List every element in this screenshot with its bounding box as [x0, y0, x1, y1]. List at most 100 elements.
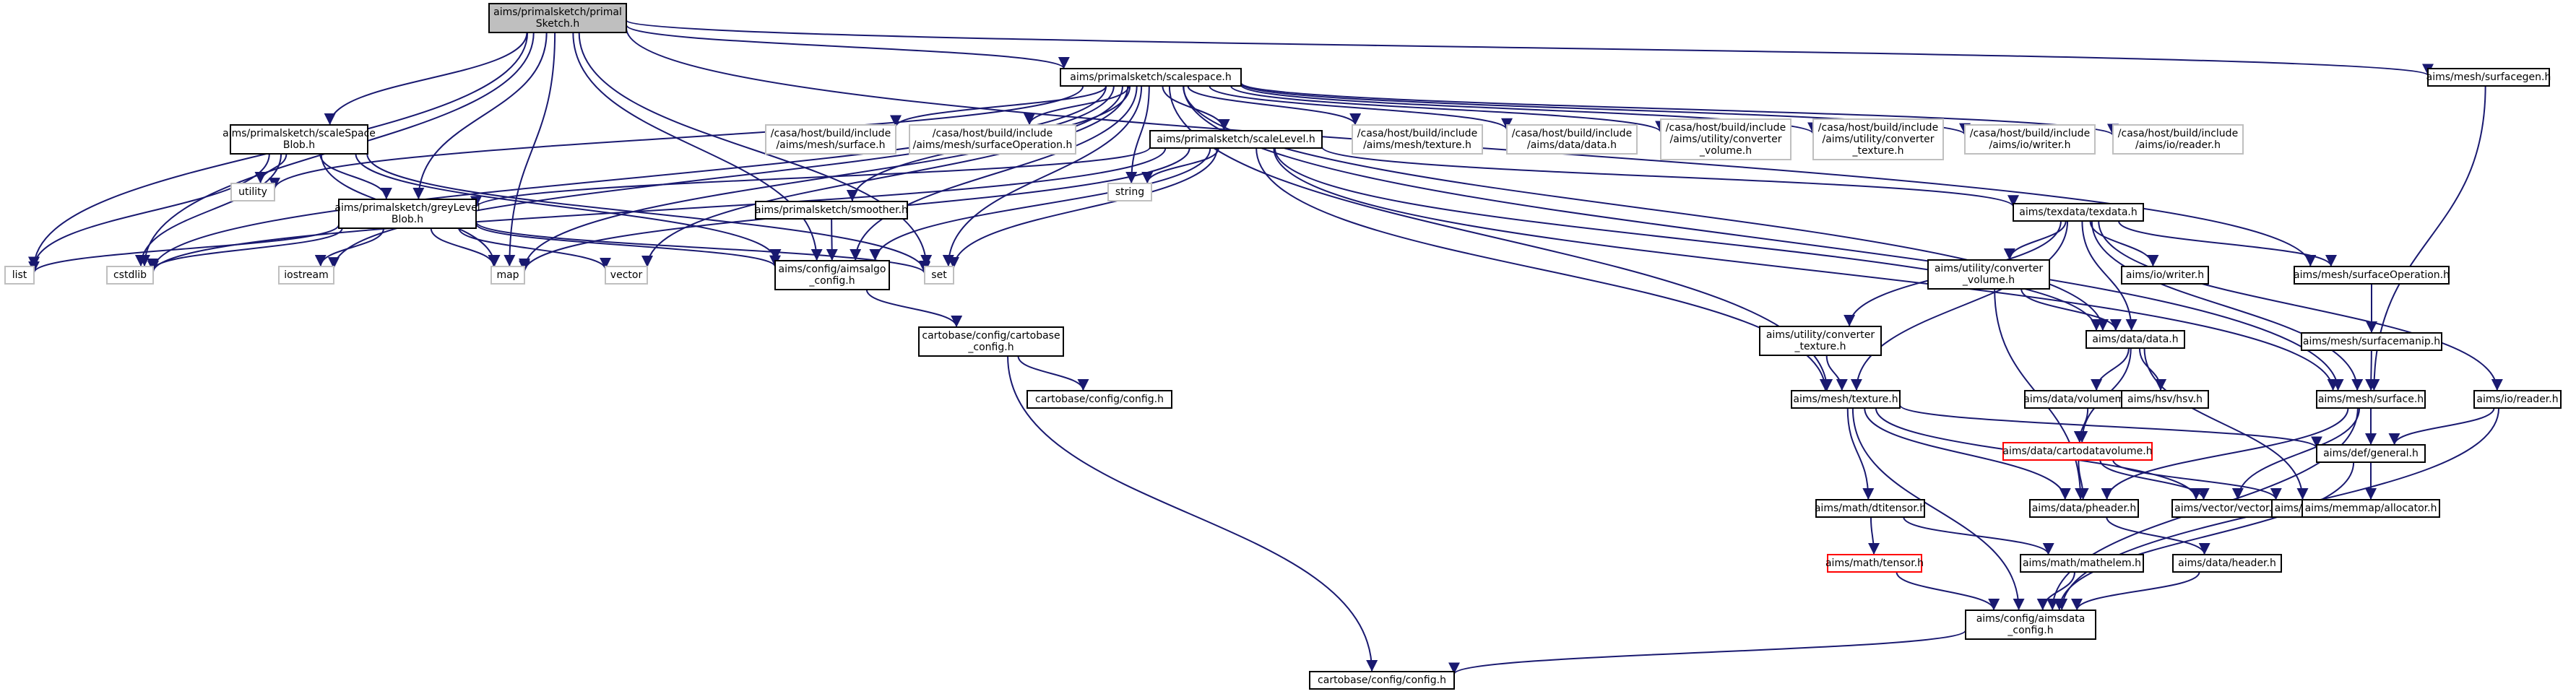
edge-data_data-to-rgb	[2143, 347, 2309, 500]
node-data_header[interactable]: aims/data/header.h	[2172, 554, 2282, 573]
edge-scaleLevel-to-mesh_texture	[1255, 147, 1831, 391]
node-data_data[interactable]: aims/data/data.h	[2086, 330, 2185, 349]
edge-tensor-to-aimsdata_config	[1896, 571, 2000, 611]
node-label-ext_conv_texture-0: /casa/host/build/include	[1818, 122, 1938, 134]
edge-scalespace-to-utility	[269, 85, 1084, 190]
node-label-cartobase_cfg_bottom-0: cartobase/config/config.h	[1318, 675, 1446, 686]
node-allocator[interactable]: aims/memmap/allocator.h	[2301, 499, 2440, 518]
node-cartobase_config_config[interactable]: cartobase/config/config.h	[1026, 390, 1172, 409]
edge-root-to-scalespace	[626, 24, 1070, 69]
node-label-ext_conv_volume-1: /aims/utility/converter	[1669, 134, 1781, 145]
node-label-surfacemanip-0: aims/mesh/surfacemanip.h	[2303, 336, 2440, 347]
node-label-aimsalgo_config-1: _config.h	[808, 275, 855, 287]
node-scalespace[interactable]: aims/primalsketch/scalespace.h	[1060, 68, 1242, 87]
node-box-mathelem	[2020, 554, 2144, 573]
node-def_general[interactable]: aims/def/general.h	[2316, 444, 2426, 463]
edge-scaleLevel-to-set	[948, 147, 1218, 269]
node-scaleLevel[interactable]: aims/primalsketch/scaleLevel.h	[1149, 130, 1323, 149]
node-label-ext_conv_volume-0: /casa/host/build/include	[1666, 122, 1786, 134]
edge-aimsalgo_config-to-cartobase_config	[865, 289, 963, 328]
node-box-allocator	[2301, 499, 2440, 518]
node-mesh_texture[interactable]: aims/mesh/texture.h	[1791, 390, 1901, 409]
node-box-scaleSpaceBlob	[230, 124, 368, 155]
edge-mesh_texture-to-def_general	[1899, 404, 2322, 448]
node-mesh_surface[interactable]: aims/mesh/surface.h	[2316, 390, 2426, 409]
node-box-cartobase_config_config	[1026, 390, 1172, 409]
node-map: map	[490, 266, 525, 285]
node-label-string-0: string	[1115, 186, 1144, 198]
node-box-ext_data	[1506, 124, 1638, 155]
node-vector_h[interactable]: aims/vector/vector.h	[2171, 499, 2281, 518]
node-box-scaleLevel	[1149, 130, 1323, 149]
node-aimsdata_config[interactable]: aims/config/aimsdata_config.h	[1965, 610, 2096, 640]
node-iostream: iostream	[278, 266, 334, 285]
node-box-set	[924, 266, 954, 285]
edge-texdata-to-util_conv_volume	[2003, 220, 2067, 261]
node-label-ext_conv_texture-2: _texture.h	[1852, 145, 1904, 157]
node-box-vector_h	[2171, 499, 2281, 518]
node-label-util_conv_texture-1: _texture.h	[1794, 341, 1846, 352]
node-tensor: aims/math/tensor.h	[1825, 554, 1924, 573]
node-label-ext_data-1: /aims/data/data.h	[1527, 139, 1617, 151]
node-cartobase_config[interactable]: cartobase/config/cartobase_config.h	[918, 326, 1064, 357]
node-label-scaleSpaceBlob-1: Blob.h	[283, 139, 315, 151]
node-box-tensor	[1827, 554, 1922, 573]
node-label-greyLevelBlob-0: aims/primalsketch/greyLevel	[334, 202, 480, 214]
node-box-vector	[605, 266, 648, 285]
node-mesh_surfaceOperation[interactable]: aims/mesh/surfaceOperation.h	[2294, 266, 2450, 285]
node-texdata[interactable]: aims/texdata/texdata.h	[2013, 203, 2144, 222]
node-label-ext_texture-1: /aims/mesh/texture.h	[1363, 139, 1471, 151]
edge-scalespace-to-iostream	[328, 85, 1115, 269]
edge-scaleSpaceBlob-to-cstdlib	[134, 153, 282, 267]
node-surfacegen[interactable]: aims/mesh/surfacegen.h	[2426, 68, 2551, 87]
node-hsv[interactable]: aims/hsv/hsv.h	[2121, 390, 2209, 409]
node-pheader[interactable]: aims/data/pheader.h	[2029, 499, 2139, 518]
node-box-aimsalgo_config	[774, 260, 890, 290]
edge-scalespace-to-data_data	[1183, 85, 2109, 331]
edge-surfacemanip-to-mesh_surface	[2365, 350, 2377, 391]
edge-scaleSpaceBlob-to-list	[28, 153, 270, 269]
node-mathelem[interactable]: aims/math/mathelem.h	[2020, 554, 2144, 573]
node-label-scalespace-0: aims/primalsketch/scalespace.h	[1070, 71, 1232, 83]
node-list: list	[4, 266, 35, 285]
edge-scalespace-to-vector	[641, 85, 1129, 268]
node-box-texdata	[2013, 203, 2144, 222]
node-box-root	[488, 3, 627, 33]
node-box-ext_conv_texture	[1812, 118, 1944, 160]
node-box-mesh_surfaceOperation	[2294, 266, 2450, 285]
edge-texdata-to-mesh_surface	[2091, 220, 2364, 391]
edge-data_data-to-hsv	[2138, 347, 2167, 391]
node-box-dtitensor	[1815, 499, 1925, 518]
node-box-mesh_texture	[1791, 390, 1901, 409]
node-ext_reader: /casa/host/build/include/aims/io/reader.…	[2112, 124, 2244, 155]
node-label-io_reader-0: aims/io/reader.h	[2476, 394, 2558, 405]
edge-util_conv_texture-to-mesh_texture	[1825, 355, 1848, 391]
edge-scaleLevel-to-data_data	[1274, 147, 2102, 331]
node-box-io_writer	[2121, 266, 2209, 285]
node-label-aimsdata_config-0: aims/config/aimsdata	[1976, 613, 2086, 625]
edge-mathelem-to-aimsdata_config	[2036, 571, 2075, 611]
node-dtitensor[interactable]: aims/math/dtitensor.h	[1815, 499, 1926, 518]
node-smoother[interactable]: aims/primalsketch/smoother.h	[755, 201, 908, 220]
edge-scaleSpaceBlob-to-utility	[254, 153, 288, 184]
node-aimsalgo_config[interactable]: aims/config/aimsalgo_config.h	[774, 260, 890, 290]
edge-mesh_texture-to-dtitensor	[1846, 407, 1875, 500]
edge-mesh_surface-to-vector_h	[2231, 407, 2361, 500]
node-surfacemanip[interactable]: aims/mesh/surfacemanip.h	[2301, 332, 2442, 351]
node-io_writer[interactable]: aims/io/writer.h	[2121, 266, 2209, 285]
node-label-util_conv_volume-0: aims/utility/converter	[1935, 263, 2044, 274]
edge-root-to-surfacegen	[626, 19, 2433, 77]
node-cartobase_cfg_bottom[interactable]: cartobase/config/config.h	[1309, 671, 1455, 690]
edge-scaleLevel-to-aimsalgo_config	[869, 147, 1211, 261]
edge-scaleSpaceBlob-to-set	[366, 153, 930, 272]
node-ext_data: /casa/host/build/include/aims/data/data.…	[1506, 124, 1638, 155]
node-util_conv_volume[interactable]: aims/utility/converter_volume.h	[1927, 259, 2050, 290]
node-util_conv_texture[interactable]: aims/utility/converter_texture.h	[1759, 326, 1882, 356]
node-set: set	[924, 266, 954, 285]
node-vector: vector	[605, 266, 648, 285]
node-io_reader[interactable]: aims/io/reader.h	[2473, 390, 2562, 409]
